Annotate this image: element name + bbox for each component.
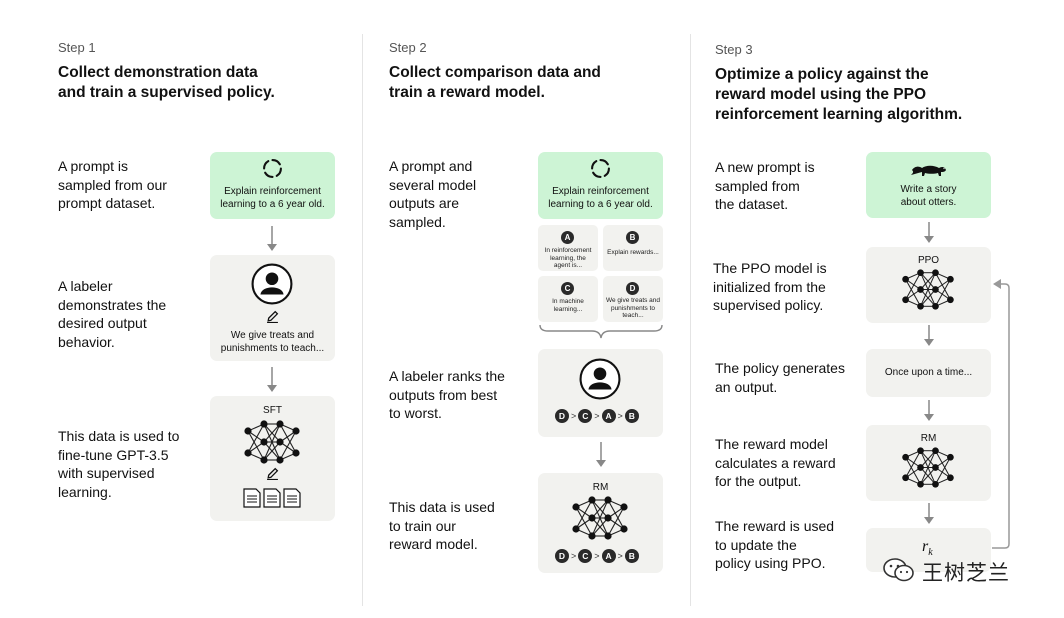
step-2-desc-train: This data is used to train our reward mo… xyxy=(389,499,495,552)
rank-gt: > xyxy=(617,551,623,561)
rank-gt: > xyxy=(617,411,623,421)
down-arrow-icon xyxy=(267,226,277,251)
output-letter-badge: B xyxy=(626,231,639,244)
neural-network-icon xyxy=(902,269,954,310)
step-1-label: Step 1 xyxy=(58,40,96,55)
step-3-prompt-box: Write a story about otters. xyxy=(866,152,991,218)
ranking-chain: D > C > A > B xyxy=(555,409,639,423)
step-3-desc-generate: The policy generates an output. xyxy=(715,360,845,395)
pencil-icon xyxy=(267,467,279,480)
step-1-desc-finetune: This data is used to fine-tune GPT-3.5 w… xyxy=(58,428,180,500)
rank-node: D xyxy=(555,409,569,423)
step-2-heading: Collect comparison data and train a rewa… xyxy=(389,64,601,101)
rank-gt: > xyxy=(594,411,600,421)
step-2-ranking-box: D > C > A > B xyxy=(538,349,663,437)
step-2-desc-rank: A labeler ranks the outputs from best to… xyxy=(389,368,505,421)
down-arrow-icon xyxy=(267,367,277,392)
labeler-person-icon xyxy=(251,263,293,305)
step-1-demo-text: We give treats and punishments to teach.… xyxy=(220,330,325,354)
output-card-d: D We give treats and punishments to teac… xyxy=(603,276,663,322)
step-2-prompt-box: Explain reinforcement learning to a 6 ye… xyxy=(538,152,663,219)
feedback-loop-arrow xyxy=(992,279,1010,549)
prompt-cycle-icon xyxy=(591,159,610,178)
step-3-prompt-text: Write a story about otters. xyxy=(900,184,957,208)
neural-network-icon xyxy=(244,420,300,464)
ranking-chain: D > C > A > B xyxy=(555,549,639,563)
brace-icon xyxy=(539,324,663,339)
watermark-text: 王树芝兰 xyxy=(922,562,1010,585)
pencil-icon xyxy=(267,310,279,323)
reward-r: r xyxy=(922,538,929,555)
step-3-heading: Optimize a policy against the reward mod… xyxy=(715,66,963,123)
down-arrow-icon xyxy=(924,222,934,243)
rank-node: B xyxy=(624,549,639,563)
output-card-a: A In reinforcement learning, the agent i… xyxy=(538,225,598,271)
output-text: Explain rewards... xyxy=(607,249,659,256)
step-1-sft-box: SFT xyxy=(210,396,335,521)
output-text: In machine learning... xyxy=(552,298,584,313)
output-letter-badge: D xyxy=(626,282,639,295)
down-arrow-icon xyxy=(924,325,934,346)
rank-gt: > xyxy=(571,551,577,561)
step-2-desc-sample: A prompt and several model outputs are s… xyxy=(389,158,477,230)
rank-node: A xyxy=(601,409,616,423)
step-1-prompt-box: Explain reinforcement learning to a 6 ye… xyxy=(210,152,335,219)
reward-symbol: rk xyxy=(922,538,933,558)
step-1-labeler-box: We give treats and punishments to teach.… xyxy=(210,255,335,361)
step-3-desc-init: The PPO model is initialized from the su… xyxy=(713,260,827,313)
column-divider-1 xyxy=(362,34,363,606)
step-3-ppo-label: PPO xyxy=(917,255,940,266)
step-3-output-text: Once upon a time... xyxy=(884,367,973,378)
output-card-c: C In machine learning... xyxy=(538,276,598,322)
step-3-ppo-box: PPO xyxy=(866,247,991,323)
rank-gt: > xyxy=(571,411,577,421)
step-1-desc-prompt: A prompt is sampled from our prompt data… xyxy=(58,158,167,211)
step-1-sft-label: SFT xyxy=(263,405,282,416)
down-arrow-icon xyxy=(924,400,934,421)
rank-gt: > xyxy=(594,551,600,561)
step-2-label: Step 2 xyxy=(389,40,427,55)
rank-node: C xyxy=(578,409,593,423)
step-2-prompt-text: Explain reinforcement learning to a 6 ye… xyxy=(548,186,653,210)
otter-icon xyxy=(911,165,946,176)
rank-node: B xyxy=(624,409,639,423)
documents-icon xyxy=(243,488,301,508)
step-1-heading: Collect demonstration data and train a s… xyxy=(58,64,275,101)
step-3-desc-prompt: A new prompt is sampled from the dataset… xyxy=(715,159,815,212)
step-3-rm-box: RM xyxy=(866,425,991,501)
output-letter-badge: C xyxy=(561,282,574,295)
step-3-desc-update: The reward is used to update the policy … xyxy=(715,518,835,571)
step-3-rm-label: RM xyxy=(920,433,937,444)
rank-node: C xyxy=(578,549,593,563)
step-3-output-box: Once upon a time... xyxy=(866,349,991,397)
down-arrow-icon xyxy=(596,442,606,467)
step-2-rm-label: RM xyxy=(592,482,609,493)
step-1-desc-labeler: A labeler demonstrates the desired outpu… xyxy=(58,278,167,350)
output-card-b: B Explain rewards... xyxy=(603,225,663,271)
output-text: In reinforcement learning, the agent is.… xyxy=(544,247,592,269)
step-3-desc-reward: The reward model calculates a reward for… xyxy=(715,436,836,489)
output-text: We give treats and punishments to teach.… xyxy=(605,297,661,319)
output-letter-badge: A xyxy=(561,231,574,244)
step-1-prompt-text: Explain reinforcement learning to a 6 ye… xyxy=(220,186,325,210)
wechat-logo-icon xyxy=(883,558,914,582)
down-arrow-icon xyxy=(924,503,934,524)
reward-subscript: k xyxy=(928,547,933,559)
rank-node: D xyxy=(555,549,569,563)
step-2-rm-box: RM D > C > A > B xyxy=(538,473,663,573)
column-divider-2 xyxy=(690,34,691,606)
labeler-person-icon xyxy=(579,358,621,400)
prompt-cycle-icon xyxy=(263,159,282,178)
neural-network-icon xyxy=(572,496,628,540)
step-3-label: Step 3 xyxy=(715,42,753,57)
neural-network-icon xyxy=(902,447,954,488)
rank-node: A xyxy=(601,549,616,563)
